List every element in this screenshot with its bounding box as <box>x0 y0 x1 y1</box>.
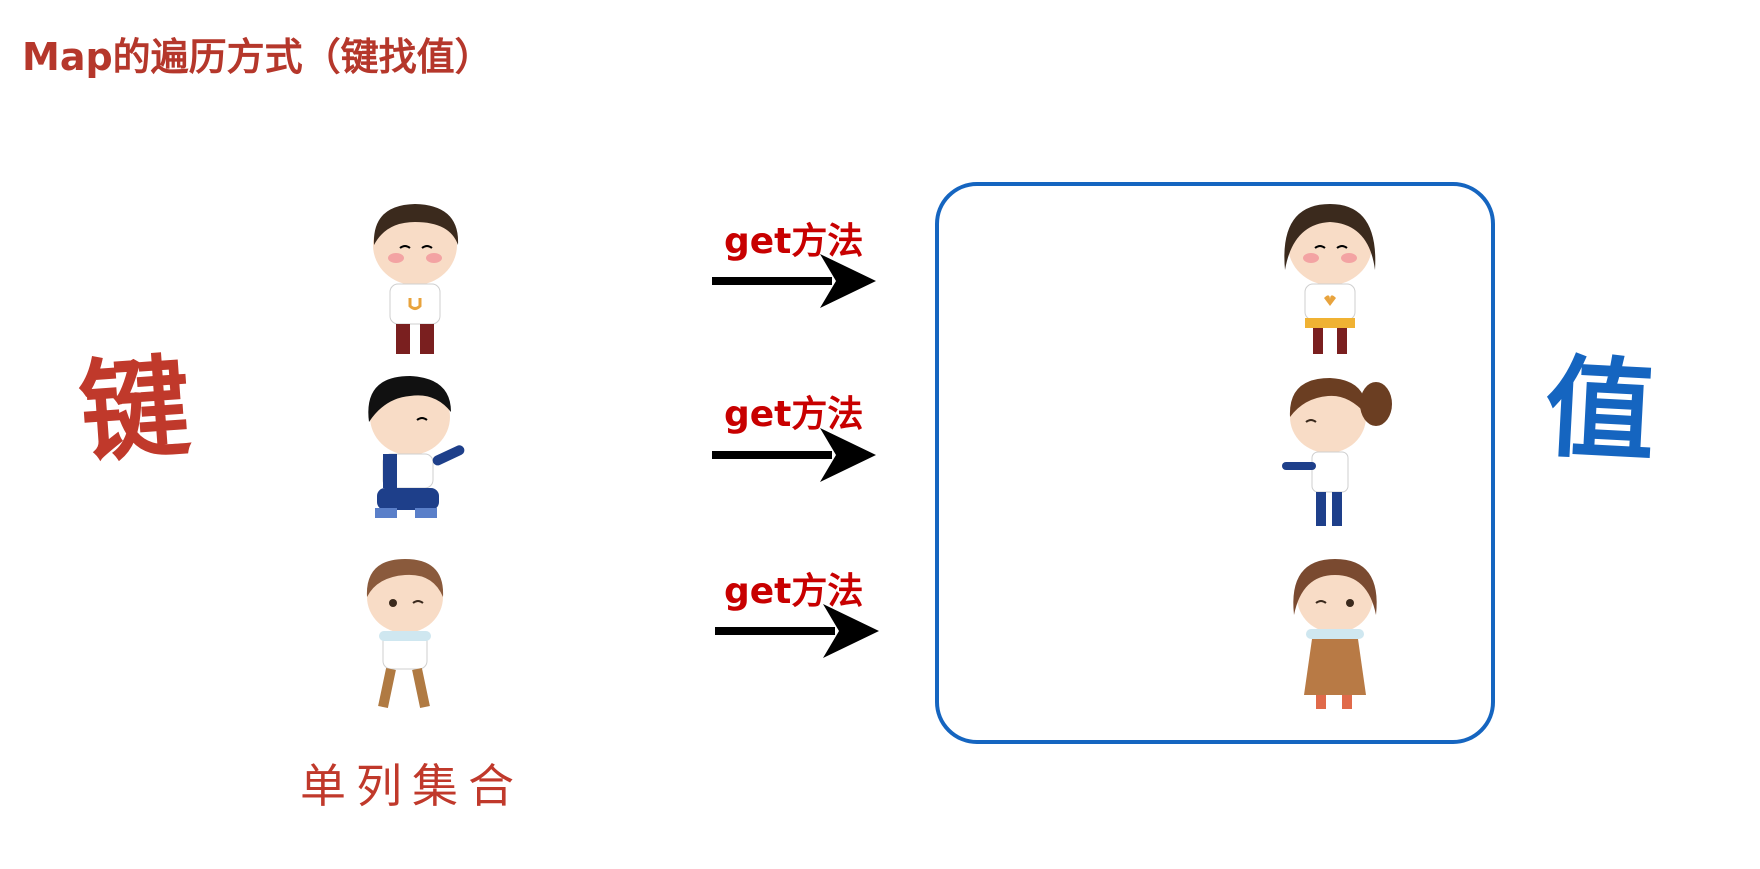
page-title: Map的遍历方式（键找值） <box>22 35 493 79</box>
value-label: 值 <box>1541 343 1659 477</box>
arrow-3 <box>715 604 879 658</box>
boy-figure-1 <box>373 204 459 354</box>
girl-figure-3 <box>1293 559 1377 709</box>
girl-figure-2 <box>1282 378 1392 526</box>
key-collection-label: 单列集合 <box>300 759 524 813</box>
get-method-label-1: get方法 <box>724 221 864 262</box>
get-method-label-3: get方法 <box>724 571 864 612</box>
value-box <box>935 182 1495 744</box>
get-method-label-2: get方法 <box>724 394 864 435</box>
key-label: 键 <box>75 342 195 478</box>
girl-figure-1 <box>1284 204 1376 354</box>
boy-figure-3 <box>366 559 444 709</box>
arrow-1 <box>712 254 876 308</box>
boy-figure-2 <box>368 376 465 518</box>
arrow-2 <box>712 428 876 482</box>
